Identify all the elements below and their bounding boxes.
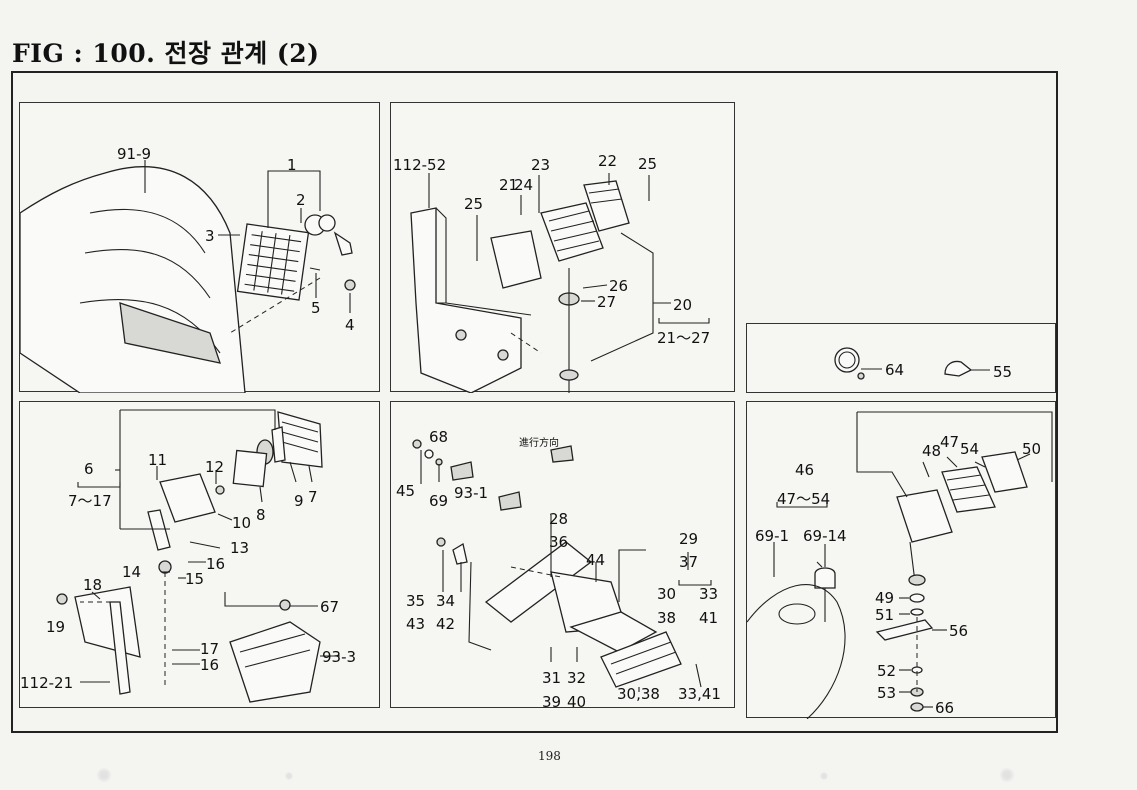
callout-label: 54 <box>960 440 979 458</box>
direction-label: 進行方向 <box>519 436 559 449</box>
punch-hole <box>285 772 293 780</box>
callout-label: 23 <box>531 156 550 174</box>
callout-label: 93-1 <box>454 484 488 502</box>
callout-label: 2 <box>296 191 306 209</box>
callout-label: 64 <box>885 361 904 379</box>
callout-label: 37 <box>679 553 698 571</box>
callout-label: 93-3 <box>322 648 356 666</box>
callout-label: 24 <box>514 176 533 194</box>
callout-label: 47 <box>940 433 959 451</box>
callout-label: 16 <box>206 555 225 573</box>
callout-label: 25 <box>464 195 483 213</box>
callout-label: 47～54 <box>777 490 830 508</box>
callout-label: 33,41 <box>678 685 721 703</box>
callout-label: 51 <box>875 606 894 624</box>
callout-label: 13 <box>230 539 249 557</box>
callout-label: 45 <box>396 482 415 500</box>
callout-label: 33 <box>699 585 718 603</box>
callout-label: 15 <box>185 570 204 588</box>
callout-label: 3 <box>205 227 215 245</box>
clips-diagram: 64 55 <box>834 347 1012 381</box>
rear-lamp-diagram: 68 進行方向 45 69 93-1 28 36 29 37 44 35 43 … <box>396 428 721 709</box>
callout-label: 19 <box>46 618 65 636</box>
callout-label: 112-52 <box>393 156 446 174</box>
callout-label: 10 <box>232 514 251 532</box>
callout-label: 27 <box>597 293 616 311</box>
callout-label: 40 <box>567 693 586 709</box>
callout-label: 28 <box>549 510 568 528</box>
panel-headlamp: 91-9 1 2 3 5 4 <box>19 102 380 393</box>
callout-label: 20 <box>673 296 692 314</box>
callout-label: 30,38 <box>617 685 660 703</box>
panel-clips: 64 55 <box>746 323 1056 393</box>
punch-hole <box>820 772 828 780</box>
callout-label: 6 <box>84 460 94 478</box>
punch-hole <box>1000 768 1014 782</box>
callout-label: 38 <box>657 609 676 627</box>
panel-rear-lamp: 68 進行方向 45 69 93-1 28 36 29 37 44 35 43 … <box>390 401 735 709</box>
panel-work-lamp: 112-52 23 22 25 21 24 25 26 27 20 21～27 <box>390 102 735 393</box>
callout-label: 34 <box>436 592 455 610</box>
callout-label: 12 <box>205 458 224 476</box>
flasher-diagram: 46 47～54 48 47 54 50 69-1 69-14 49 51 56… <box>747 411 1053 719</box>
callout-label: 53 <box>877 684 896 702</box>
callout-label: 36 <box>549 533 568 551</box>
callout-label: 30 <box>657 585 676 603</box>
callout-label: 55 <box>993 363 1012 381</box>
callout-label: 52 <box>877 662 896 680</box>
callout-label: 1 <box>287 156 297 174</box>
callout-label: 48 <box>922 442 941 460</box>
callout-label: 7 <box>308 488 318 506</box>
callout-label: 25 <box>638 155 657 173</box>
callout-label: 5 <box>311 299 321 317</box>
callout-label: 42 <box>436 615 455 633</box>
panel-side-lamp: 6 7～17 11 12 9 7 8 10 13 16 14 15 18 19 … <box>19 401 380 708</box>
callout-label: 16 <box>200 656 219 674</box>
callout-label: 21 <box>499 176 518 194</box>
headlamp-diagram: 91-9 1 2 3 5 4 <box>20 145 356 393</box>
callout-label: 11 <box>148 451 167 469</box>
punch-hole <box>97 768 111 782</box>
callout-label: 21～27 <box>657 329 710 347</box>
callout-label: 44 <box>586 551 605 569</box>
callout-label: 112-21 <box>20 674 73 692</box>
callout-label: 69-1 <box>755 527 789 545</box>
callout-label: 66 <box>935 699 954 717</box>
callout-label: 9 <box>294 492 304 510</box>
callout-label: 49 <box>875 589 894 607</box>
callout-label: 91-9 <box>117 145 151 163</box>
callout-label: 32 <box>567 669 586 687</box>
callout-label: 43 <box>406 615 425 633</box>
callout-label: 69 <box>429 492 448 510</box>
callout-label: 46 <box>795 461 814 479</box>
panel-flasher: 46 47～54 48 47 54 50 69-1 69-14 49 51 56… <box>746 401 1056 719</box>
callout-label: 7～17 <box>68 492 112 510</box>
callout-label: 35 <box>406 592 425 610</box>
side-lamp-diagram: 6 7～17 11 12 9 7 8 10 13 16 14 15 18 19 … <box>20 409 356 703</box>
callout-label: 26 <box>609 277 628 295</box>
callout-label: 50 <box>1022 440 1041 458</box>
callout-label: 31 <box>542 669 561 687</box>
work-lamp-diagram: 112-52 23 22 25 21 24 25 26 27 20 21～27 <box>393 152 710 393</box>
callout-label: 22 <box>598 152 617 170</box>
callout-label: 8 <box>256 506 266 524</box>
callout-label: 39 <box>542 693 561 709</box>
callout-label: 29 <box>679 530 698 548</box>
callout-label: 17 <box>200 640 219 658</box>
page-title: FIG : 100. 전장 관계 (2) <box>12 39 320 68</box>
callout-label: 67 <box>320 598 339 616</box>
figure-frame <box>11 71 1058 733</box>
callout-label: 41 <box>699 609 718 627</box>
callout-label: 4 <box>345 316 355 334</box>
callout-label: 69-14 <box>803 527 847 545</box>
callout-label: 56 <box>949 622 968 640</box>
callout-label: 68 <box>429 428 448 446</box>
callout-label: 14 <box>122 563 141 581</box>
page-number: 198 <box>538 749 561 763</box>
callout-label: 18 <box>83 576 102 594</box>
